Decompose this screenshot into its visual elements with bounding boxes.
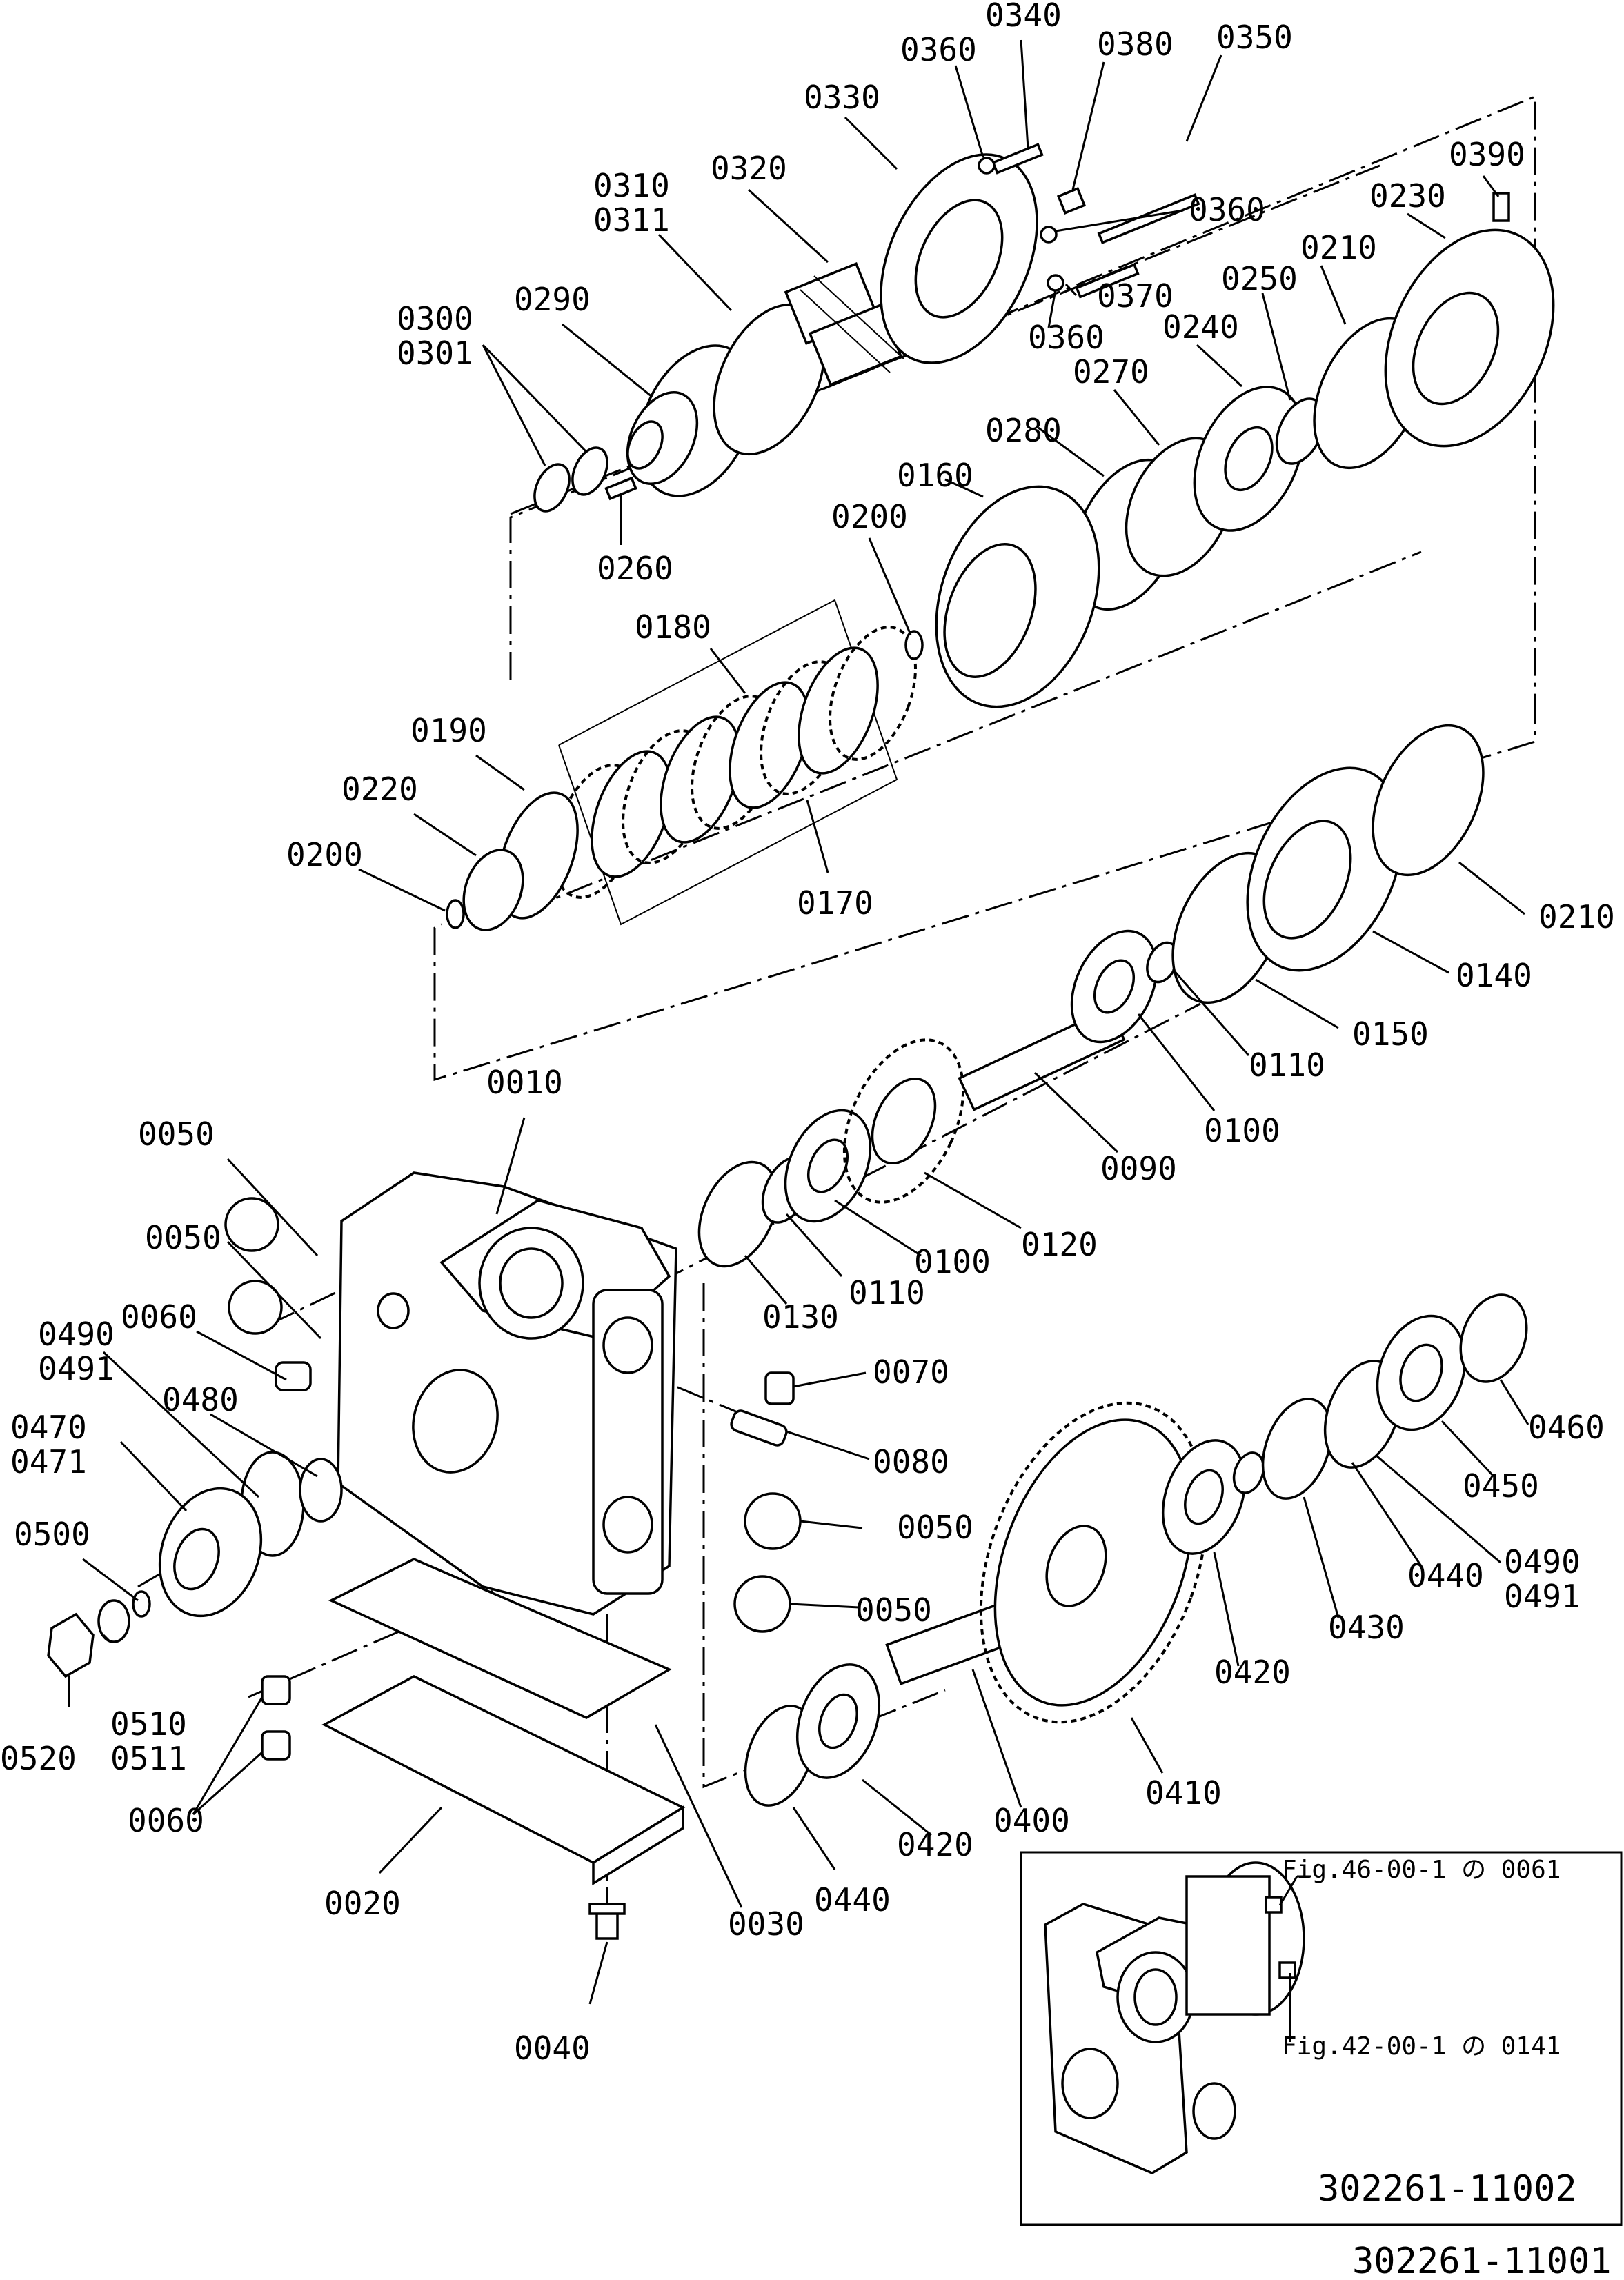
callout-label: 0160 [897, 457, 973, 494]
cover-parts [321, 1558, 686, 1940]
callout-label: 0050 [897, 1509, 973, 1546]
callout-label: 0490 [1504, 1543, 1581, 1580]
inset-assembly-sketch [1044, 1861, 1305, 2174]
callout-label: 0440 [814, 1881, 891, 1919]
callout-label: 0110 [1249, 1047, 1325, 1084]
drawing-number: 302261-11001 [1352, 2241, 1612, 2280]
callout-label: 0320 [711, 150, 787, 187]
callout-label: 0480 [162, 1381, 239, 1418]
callout-label: 0050 [138, 1116, 215, 1153]
callout-label: 0120 [1021, 1226, 1098, 1263]
callout-label: 0230 [1369, 177, 1446, 215]
input-shaft-parts [697, 724, 1485, 1268]
callout-label: 0390 [1449, 136, 1525, 173]
callout-label: 0380 [1097, 26, 1174, 63]
inset-ref-2: Fig.42-00-1 の 0141 [1282, 2032, 1561, 2061]
callout-label: 0511 [110, 1740, 187, 1777]
callout-label: 0220 [341, 771, 418, 808]
callout-label: 0280 [985, 412, 1062, 449]
callout-label: 0100 [1204, 1112, 1280, 1149]
callout-label: 0471 [10, 1443, 87, 1480]
callout-label: 0010 [486, 1064, 563, 1101]
callout-label: 0210 [1538, 898, 1615, 935]
callout-label: 0200 [831, 498, 908, 535]
callout-label: 0440 [1407, 1557, 1484, 1594]
callout-label: 0210 [1300, 229, 1377, 266]
callout-label: 0491 [38, 1350, 115, 1387]
gear-case [337, 1171, 677, 1616]
callout-label: 0240 [1162, 308, 1239, 346]
callout-label: 0400 [993, 1802, 1070, 1839]
callout-label: 0350 [1216, 19, 1293, 56]
callout-label: 0311 [593, 201, 670, 239]
callout-label: 0090 [1100, 1150, 1177, 1187]
callout-label: 0270 [1073, 353, 1149, 390]
callout-label: 0190 [410, 712, 487, 749]
spring-stack [784, 262, 904, 386]
callout-label: 0060 [121, 1298, 197, 1336]
inset-view: Fig.46-00-1 の 0061 Fig.42-00-1 の 0141 30… [1020, 1851, 1623, 2226]
callout-label: 0330 [804, 79, 880, 116]
callout-label: 0360 [1028, 319, 1105, 356]
callout-label: 0420 [1214, 1654, 1291, 1691]
callout-label: 0150 [1352, 1015, 1429, 1053]
callout-label: 0491 [1504, 1578, 1581, 1615]
callout-label: 0290 [514, 281, 591, 318]
callout-label: 0360 [900, 31, 977, 68]
callout-label: 0130 [762, 1298, 839, 1336]
callout-label: 0500 [14, 1516, 90, 1553]
clutch-parts [446, 485, 1100, 931]
callout-label: 0470 [10, 1409, 87, 1446]
callout-label: 0490 [38, 1316, 115, 1353]
callout-label: 0180 [635, 608, 711, 646]
callout-label: 0170 [797, 884, 873, 922]
upper-parts [533, 143, 1555, 611]
callout-label: 0420 [897, 1826, 973, 1863]
callout-label: 0360 [1189, 191, 1265, 228]
callout-label: 0050 [145, 1219, 221, 1256]
inset-ref-1: Fig.46-00-1 の 0061 [1282, 1856, 1561, 1884]
inset-drawing-number: 302261-11002 [1318, 2168, 1577, 2210]
callout-label: 0460 [1528, 1409, 1605, 1446]
callout-label: 0450 [1463, 1467, 1539, 1505]
callout-label: 0510 [110, 1705, 187, 1743]
callout-label: 0020 [324, 1885, 401, 1922]
callout-label: 0040 [514, 2030, 591, 2067]
leader-lines [68, 39, 1529, 2005]
callout-label: 0030 [728, 1905, 804, 1943]
callout-label: 0370 [1097, 277, 1174, 315]
callout-label: 0260 [597, 550, 673, 587]
callout-label: 0520 [0, 1740, 77, 1777]
callout-label: 0060 [128, 1802, 204, 1839]
callout-label: 0100 [914, 1243, 991, 1280]
callout-label: 0110 [849, 1274, 925, 1311]
callout-label: 0301 [397, 335, 473, 372]
callout-label: 0250 [1221, 260, 1298, 297]
callout-label: 0050 [855, 1592, 932, 1629]
callout-label: 0300 [397, 300, 473, 337]
callout-labels: 0340 0360 0380 0350 0330 0320 0360 0390 … [0, 0, 1615, 2067]
callout-label: 0070 [873, 1354, 949, 1391]
callout-label: 0310 [593, 167, 670, 204]
left-parts [47, 1197, 343, 1761]
callout-label: 0410 [1145, 1774, 1222, 1812]
callout-label: 0140 [1456, 957, 1532, 994]
output-parts [730, 1293, 1528, 1807]
callout-label: 0340 [985, 0, 1062, 34]
callout-label: 0080 [873, 1443, 949, 1480]
callout-label: 0200 [286, 836, 363, 873]
callout-label: 0430 [1328, 1609, 1405, 1646]
